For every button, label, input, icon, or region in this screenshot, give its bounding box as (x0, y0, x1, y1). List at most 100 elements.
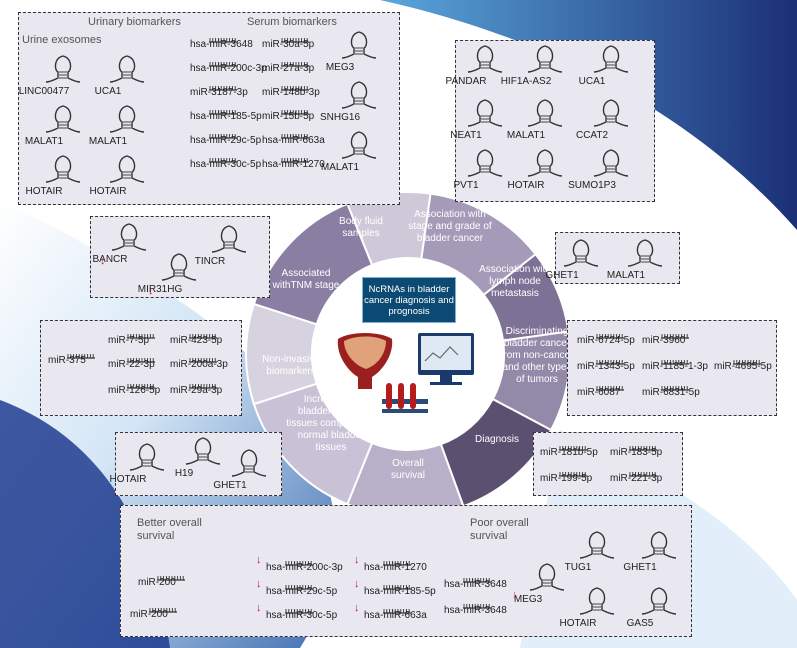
segment-discriminating-label: Discriminating bladder cancer from non-c… (500, 326, 574, 385)
mirna-duplex-icon (280, 126, 310, 144)
mirna-duplex-icon (558, 464, 588, 482)
mirna-duplex-icon (208, 30, 238, 48)
mirna-label: miR-27a-3p (262, 63, 315, 74)
mirna-duplex-icon (188, 350, 218, 368)
lncrna-label: PANDAR (445, 76, 487, 87)
lncrna-label: MIR31HG (137, 284, 183, 295)
mirna-duplex-icon (126, 376, 156, 394)
lncrna-hairpin-icon (526, 96, 564, 135)
lncrna-label: GAS5 (626, 618, 654, 629)
mirna-label: miR-29a-3p (170, 385, 223, 396)
down-arrow-icon: ↓ (256, 554, 262, 566)
tnm-panel (90, 216, 270, 298)
mirna-label: hsa-miR-3648 (444, 605, 507, 616)
mirna-duplex-icon (382, 553, 412, 571)
lncrna-label: MALAT1 (606, 270, 646, 281)
mirna-duplex-icon (284, 553, 314, 571)
mirna-duplex-icon (280, 78, 310, 96)
mirna-label: hsa-miR-185-5p (364, 586, 436, 597)
lncrna-label: LINC00477 (18, 86, 70, 97)
mirna-duplex-icon (208, 102, 238, 120)
overall-survival-panel (120, 505, 692, 637)
mirna-label: miR-15b-5p (262, 111, 315, 122)
lncrna-hairpin-icon (210, 222, 248, 261)
lncrna-label: UCA1 (578, 76, 606, 87)
mirna-label: miR-221-3p (610, 473, 663, 484)
mirna-duplex-icon (284, 577, 314, 595)
mirna-label: miR-181b-5p (540, 447, 598, 458)
mirna-label: miR-200 (138, 577, 176, 588)
mirna-label: miR-22-3p (108, 359, 155, 370)
lncrna-hairpin-icon (340, 128, 378, 167)
lncrna-label: GHET1 (545, 270, 579, 281)
mirna-duplex-icon (208, 54, 238, 72)
lncrna-label: CCAT2 (575, 130, 609, 141)
lncrna-label: TUG1 (564, 562, 592, 573)
lncrna-label: HIF1A-AS2 (500, 76, 552, 87)
down-arrow-icon: ↓ (148, 285, 154, 297)
lncrna-hairpin-icon (528, 560, 566, 599)
mirna-duplex-icon (732, 352, 762, 370)
lncrna-label: UCA1 (94, 86, 122, 97)
mirna-label: hsa-miR-3648 (190, 39, 253, 50)
mirna-duplex-icon (595, 352, 625, 370)
urinary-header: Urinary biomarkers (88, 16, 181, 28)
mirna-label: miR-7-5p (108, 335, 150, 346)
lncrna-hairpin-icon (44, 52, 82, 91)
down-arrow-icon: ↓ (354, 554, 360, 566)
segment-tnm-label: Associated withTNM stage (272, 268, 340, 291)
better-survival-header: Better overall survival (137, 517, 202, 542)
lncrna-hairpin-icon (108, 152, 146, 191)
mirna-duplex-icon (462, 570, 492, 588)
lncrna-label: PVT1 (453, 180, 479, 191)
lncrna-label: MEG3 (325, 62, 355, 73)
lncrna-hairpin-icon (44, 102, 82, 141)
mirna-duplex-icon (66, 346, 96, 364)
segment-body-fluid-label: Body fluid samples (339, 216, 383, 239)
lncrna-label: NEAT1 (450, 130, 482, 141)
serum-header: Serum biomarkers (247, 16, 337, 28)
segment-increased-label: Increased in bladder cancer tissues comp… (286, 394, 376, 453)
diagnosis-panel (533, 432, 683, 496)
lncrna-hairpin-icon (592, 96, 630, 135)
mirna-label: miR-3187-3p (190, 87, 248, 98)
mirna-duplex-icon (595, 326, 625, 344)
mirna-duplex-icon (208, 78, 238, 96)
mirna-label: hsa-miR-30c-5p (266, 610, 338, 621)
lncrna-hairpin-icon (108, 52, 146, 91)
lncrna-hairpin-icon (592, 146, 630, 185)
mirna-label: hsa-miR-29c-5p (190, 135, 262, 146)
mirna-label: hsa-miR-663a (364, 610, 427, 621)
mirna-label: miR-3960 (642, 335, 686, 346)
poor-survival-header: Poor overall survival (470, 517, 529, 542)
mirna-label: hsa-miR-1270 (364, 562, 427, 573)
noninvasive-panel (40, 320, 242, 416)
lncrna-hairpin-icon (640, 528, 678, 567)
lncrna-label: HOTAIR (109, 474, 147, 485)
lncrna-label: BANCR (92, 254, 128, 265)
mirna-label: miR-199-5p (540, 473, 593, 484)
down-arrow-icon: ↓ (256, 578, 262, 590)
lncrna-hairpin-icon (578, 584, 616, 623)
segment-lymph-label: Association with lymph node metastasis (479, 264, 551, 299)
mirna-label: hsa-miR-200c-3p (266, 562, 343, 573)
lncrna-label: SUMO1P3 (568, 180, 616, 191)
mirna-duplex-icon (148, 600, 178, 618)
mirna-label: miR-30a-5p (262, 39, 315, 50)
center-title: NcRNAs in bladder cancer diagnosis and p… (362, 277, 456, 323)
down-arrow-icon: ↓ (354, 578, 360, 590)
lncrna-hairpin-icon (184, 434, 222, 473)
mirna-duplex-icon (382, 601, 412, 619)
lncrna-label: MALAT1 (320, 162, 360, 173)
mirna-label: hsa-miR-3648 (444, 579, 507, 590)
mirna-duplex-icon (280, 150, 310, 168)
lncrna-label: GHET1 (623, 562, 657, 573)
mirna-label: miR-4695-5p (714, 361, 772, 372)
lncrna-label: HOTAIR (89, 186, 127, 197)
mirna-label: miR-6831-5p (642, 387, 700, 398)
mirna-duplex-icon (284, 601, 314, 619)
wheel-center (312, 258, 504, 450)
lncrna-hairpin-icon (466, 42, 504, 81)
mirna-label: miR-1185-1-3p (642, 361, 708, 372)
